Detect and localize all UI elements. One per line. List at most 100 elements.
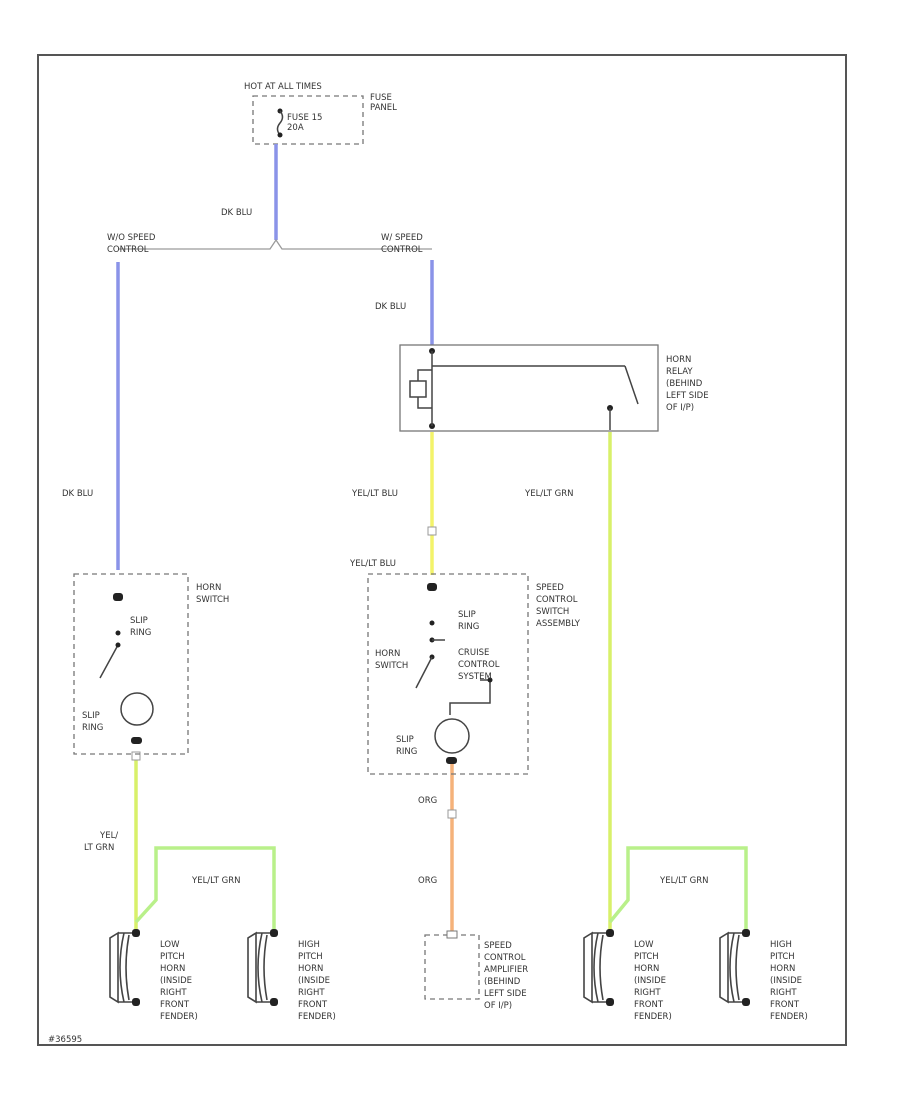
amplifier-label-4: (BEHIND [484, 977, 521, 987]
fuse-panel: HOT AT ALL TIMES FUSE 15 20A FUSE PANEL [244, 82, 397, 145]
amplifier-label-2: CONTROL [484, 953, 526, 963]
wire-label-yel-lt-blu-switch: YEL/LT BLU [349, 559, 396, 569]
power-header-label: HOT AT ALL TIMES [244, 82, 322, 92]
horn-label-line: FENDER) [770, 1012, 808, 1022]
wire-label-yel-lt-blu-mid: YEL/LT BLU [351, 489, 398, 499]
horn-label-line: PITCH [160, 952, 185, 962]
speed-control-slip-upper-1: SLIP [458, 610, 476, 620]
wire-label-yel-lt-grn-left-line1: YEL/ [99, 831, 118, 841]
horn-label-line: (INSIDE [298, 976, 330, 986]
speed-control-horn-switch-1: HORN [375, 649, 400, 659]
horn-relay-label-4: LEFT SIDE [666, 391, 709, 401]
horn-diaphragm-icon [119, 932, 125, 1003]
horn-bell-icon [247, 931, 257, 1004]
wire-label-yel-lt-grn-left-line2: LT GRN [84, 843, 114, 853]
wire-yel-lt-grn-left-jumper [134, 846, 276, 935]
horn-label-line: (INSIDE [160, 976, 192, 986]
horn-switch-left-terminal [113, 593, 123, 601]
horn-ground-terminal [606, 998, 614, 1006]
horn-relay-label-2: RELAY [666, 367, 693, 377]
speed-control-horn-contact [415, 656, 433, 689]
slip-ring-speed-control-icon [434, 718, 470, 754]
horn-bell-icon [583, 931, 593, 1004]
wire-yel-lt-grn-right-jumper [608, 846, 748, 935]
horn-label-line: LOW [160, 940, 180, 950]
horn-terminal [606, 929, 614, 937]
cruise-control-link [449, 679, 491, 715]
horn-relay: HORN RELAY (BEHIND LEFT SIDE OF I/P) [399, 344, 709, 432]
amplifier-connector [446, 930, 458, 939]
horn-diaphragm-icon [263, 934, 268, 1001]
fuse-label-line2: 20A [287, 123, 304, 133]
wire-label-yel-lt-grn-right-jumper: YEL/LT GRN [659, 876, 708, 886]
speed-control-switch-output [446, 757, 457, 764]
horn-label-line: RIGHT [160, 988, 187, 998]
horn-switch-left-title-1: HORN [196, 583, 221, 593]
horn-label-line: FRONT [634, 1000, 664, 1010]
figure-id: #36595 [48, 1035, 82, 1045]
horn-label-line: HORN [160, 964, 185, 974]
fuse-terminal-bottom [277, 132, 283, 138]
cruise-label-1: CRUISE [458, 648, 489, 658]
horn-label-line: RIGHT [634, 988, 661, 998]
connector-c1 [427, 526, 437, 536]
relay-contact-arm [624, 365, 639, 405]
horn-terminal [270, 929, 278, 937]
horn-diaphragm-icon [593, 932, 599, 1003]
horn-diaphragm-icon [729, 932, 735, 1003]
horn-label-line: PITCH [634, 952, 659, 962]
speed-control-horn-switch-2: SWITCH [375, 661, 408, 671]
horn-switch-left-box [73, 573, 189, 755]
horn-label-line: FRONT [298, 1000, 328, 1010]
amplifier-box [424, 934, 480, 1000]
diagram-frame [37, 54, 847, 1046]
horn-label-line: RIGHT [298, 988, 325, 998]
speed-control-title-1: SPEED [536, 583, 564, 593]
horn-bell-icon [719, 931, 729, 1004]
speed-control-slip-lower-1: SLIP [396, 735, 414, 745]
fuse-panel-label-line1: FUSE [370, 93, 392, 103]
wire-label-dk-blu-relay: DK BLU [375, 302, 406, 312]
branch-label-wo-line2: CONTROL [107, 245, 149, 255]
wire-label-org-upper: ORG [418, 796, 437, 806]
horn-label-line: HORN [298, 964, 323, 974]
horn-switch-left: HORN SWITCH SLIP RING SLIP RING [73, 573, 229, 755]
cruise-label-3: SYSTEM [458, 672, 492, 682]
horn-ground-terminal [132, 998, 140, 1006]
horn-label-line: FENDER) [634, 1012, 672, 1022]
horn-switch-left-output [131, 737, 142, 744]
horn-bell-icon [109, 931, 119, 1004]
fuse-element-icon [276, 110, 284, 136]
slip-ring-left-icon [120, 692, 154, 726]
horn-label-line: (INSIDE [770, 976, 802, 986]
speed-control-title-2: CONTROL [536, 595, 578, 605]
amplifier-label-3: AMPLIFIER [484, 965, 528, 975]
fuse-panel-box [252, 95, 364, 145]
horn-diaphragm-icon [257, 932, 263, 1003]
speed-control-amplifier: SPEED CONTROL AMPLIFIER (BEHIND LEFT SID… [424, 930, 528, 1011]
connector-c2 [131, 751, 141, 761]
speed-control-switch-terminal [427, 583, 437, 591]
horn-label-line: HIGH [770, 940, 792, 950]
horn-label-line: PITCH [298, 952, 323, 962]
horn-label-line: HIGH [298, 940, 320, 950]
branch-label-w-line2: CONTROL [381, 245, 423, 255]
horn-label-line: HORN [770, 964, 795, 974]
fuse-panel-label-line2: PANEL [370, 103, 397, 113]
horn-ground-terminal [270, 998, 278, 1006]
horn-switch-left-slip-lower-2: RING [82, 723, 103, 733]
speed-control-title-3: SWITCH [536, 607, 569, 617]
speed-control-slip-lower-2: RING [396, 747, 417, 757]
horn-relay-label-5: OF I/P) [666, 403, 694, 413]
horn-label-line: PITCH [770, 952, 795, 962]
speed-control-title-4: ASSEMBLY [536, 619, 581, 629]
horn-terminal [742, 929, 750, 937]
horn-switch-left-slip-upper-2: RING [130, 628, 151, 638]
horn-diaphragm-icon [735, 934, 740, 1001]
wire-branch-bus [118, 238, 432, 250]
wire-label-yel-lt-grn-right: YEL/LT GRN [524, 489, 573, 499]
